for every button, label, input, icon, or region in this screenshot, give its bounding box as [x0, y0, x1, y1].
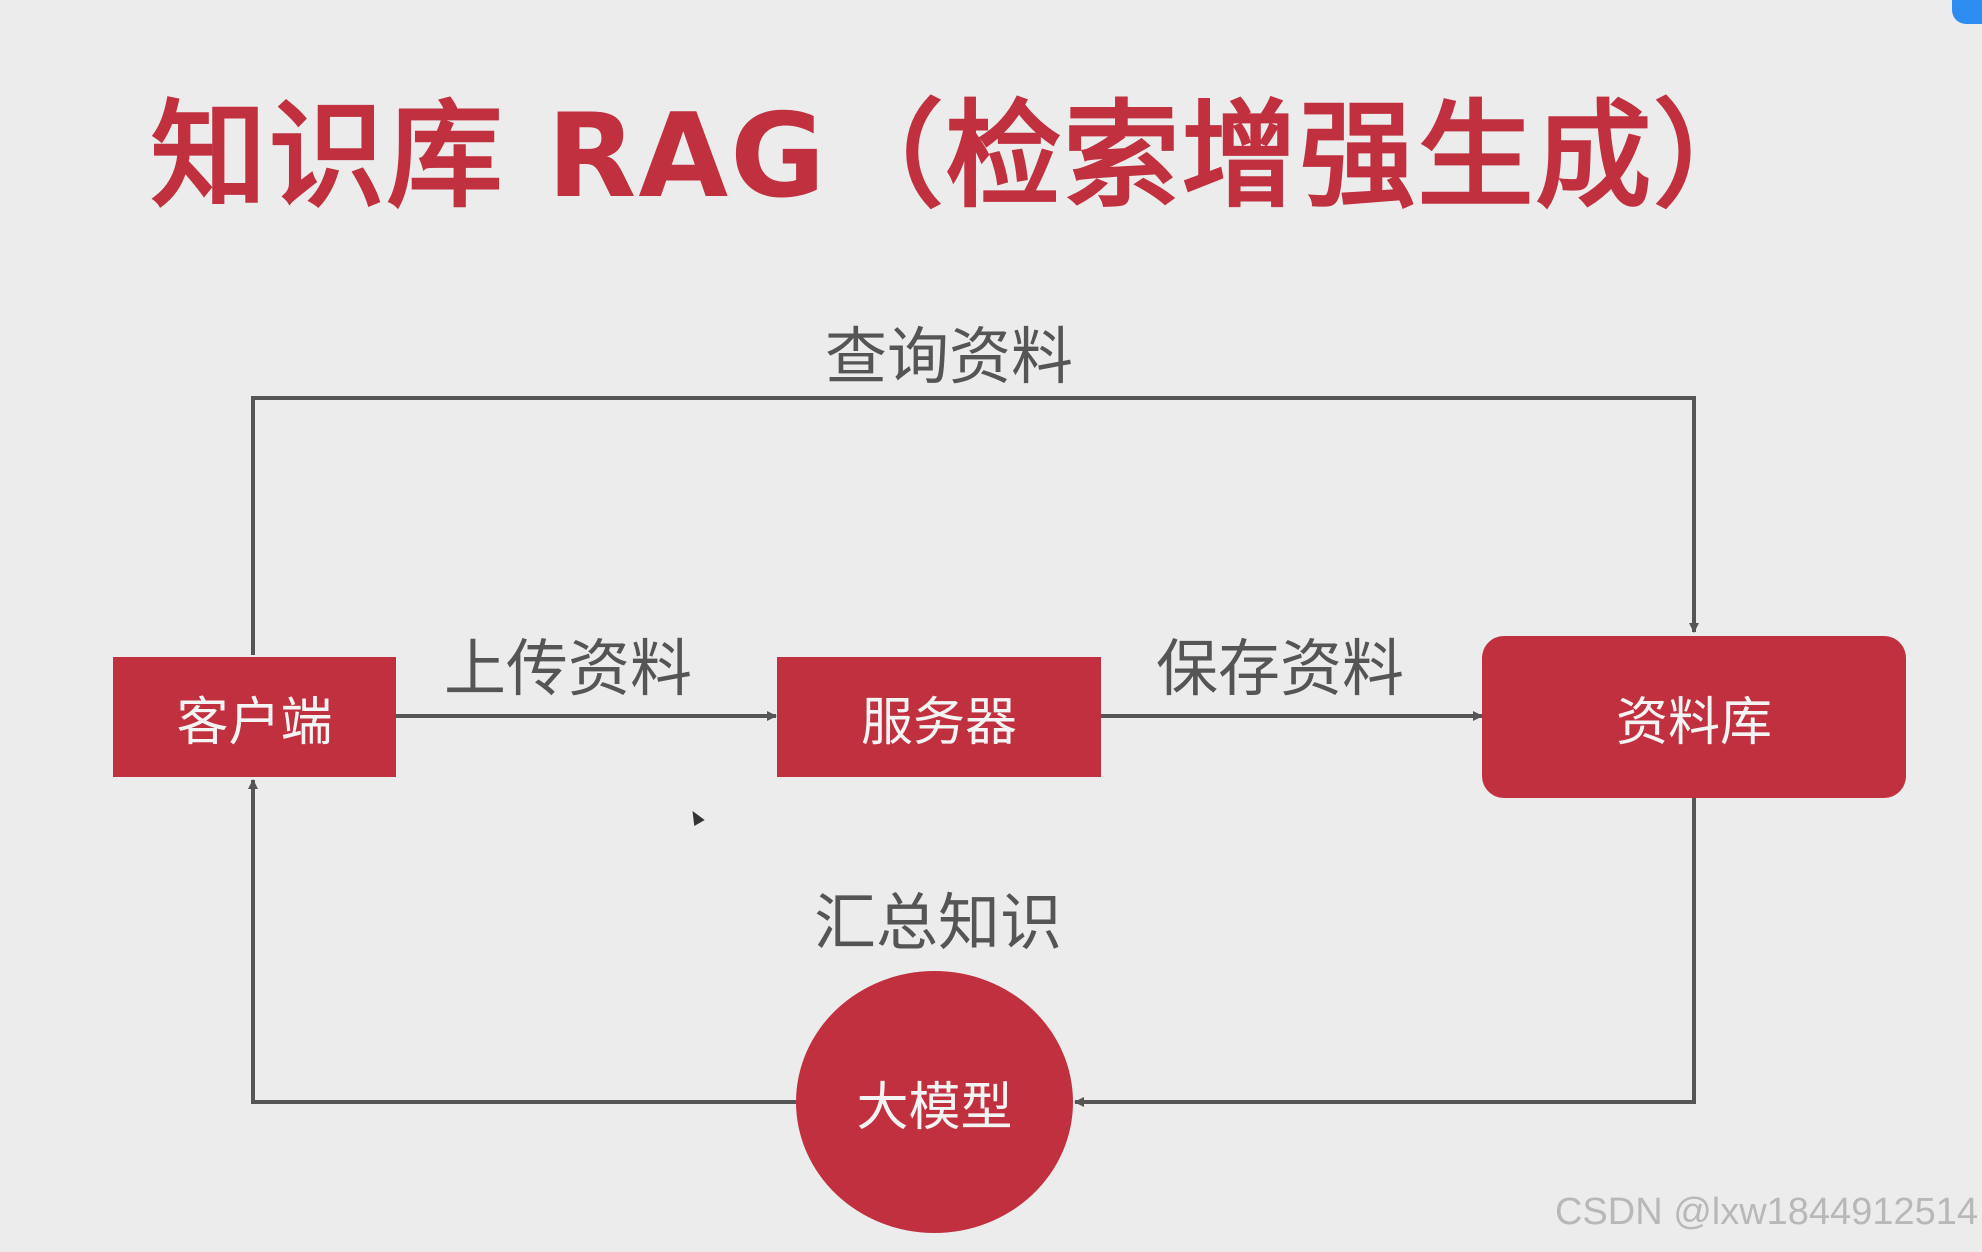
watermark: CSDN @lxw1844912514: [1554, 1191, 1978, 1233]
llm-node: 大模型: [796, 971, 1073, 1233]
page-title: 知识库 RAG（检索增强生成）: [150, 89, 1772, 224]
edge-label-summarize: 汇总知识: [813, 886, 1063, 959]
edge-label-upload: 上传资料: [443, 632, 693, 705]
edge-label-query: 查询资料: [824, 320, 1074, 393]
llm-to-client-connector: [248, 779, 796, 1104]
database-to-llm-connector: [1074, 798, 1696, 1107]
database-node: 资料库: [1482, 636, 1906, 798]
edge-label-save: 保存资料: [1155, 632, 1405, 705]
client-node: 客户端: [113, 657, 396, 777]
server-node: 服务器: [777, 657, 1101, 777]
query-connector: [251, 396, 1699, 655]
corner-badge-icon: [1952, 0, 1982, 24]
